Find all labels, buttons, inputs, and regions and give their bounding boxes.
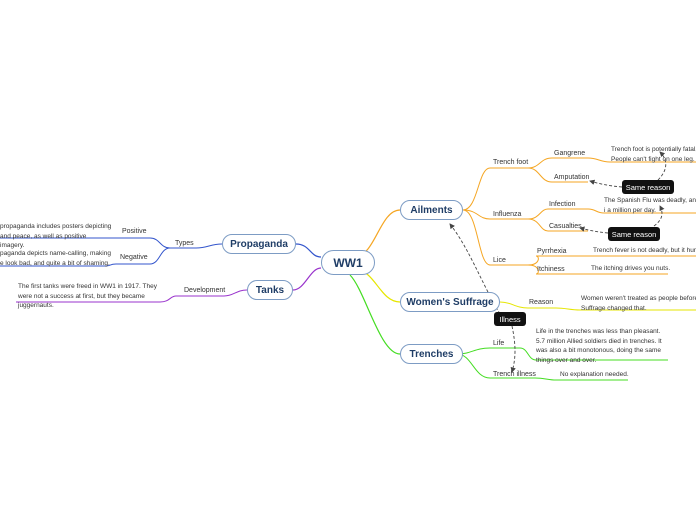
note-trench-illness[interactable]: No explanation needed. — [560, 371, 629, 378]
note-trench-foot[interactable]: Trench foot is potentially fatal, People… — [611, 146, 696, 163]
note-negative[interactable]: paganda depicts name-calling, making e l… — [0, 250, 111, 267]
subtopic-negative[interactable]: Negative — [120, 254, 148, 261]
relationship-same-reason-2[interactable]: Same reason — [608, 227, 660, 241]
link-central-propaganda — [295, 243, 322, 258]
subtopic-positive[interactable]: Positive — [122, 228, 147, 235]
relationship-illness[interactable]: Illness — [494, 312, 526, 326]
rel-illness-2 — [510, 325, 516, 373]
topic-ailments[interactable]: Ailments — [400, 200, 463, 220]
relationship-same-reason-1[interactable]: Same reason — [622, 180, 674, 194]
note-positive[interactable]: propaganda includes posters depicting an… — [0, 223, 112, 249]
topic-propaganda[interactable]: Propaganda — [222, 234, 296, 254]
rel-same-reason-1 — [657, 151, 667, 181]
central-topic-ww1[interactable]: WW1 — [321, 250, 375, 275]
subtopic-life[interactable]: Life — [493, 340, 505, 347]
rel-same-reason-1b — [589, 179, 623, 188]
note-development[interactable]: The first tanks were freed in WW1 in 191… — [18, 283, 157, 309]
subtopic-pyrrhexia[interactable]: Pyrrhexia — [537, 248, 567, 255]
subtopic-trench-foot[interactable]: Trench foot — [493, 159, 529, 166]
link-central-trenches — [349, 274, 401, 355]
subtopic-influenza[interactable]: Influenza — [493, 211, 522, 218]
link-central-tanks — [292, 267, 322, 291]
note-life[interactable]: Life in the trenches was less than pleas… — [536, 328, 662, 364]
subtopic-types[interactable]: Types — [175, 240, 194, 247]
subtopic-gangrene[interactable]: Gangrene — [554, 150, 586, 157]
subtopic-casualties[interactable]: Casualties — [549, 223, 582, 230]
subtopic-infection[interactable]: Infection — [549, 201, 576, 208]
subtopic-development[interactable]: Development — [184, 287, 226, 294]
subtopic-reason[interactable]: Reason — [529, 299, 554, 306]
note-infection[interactable]: The Spanish Flu was deadly, and i a mill… — [604, 197, 696, 214]
note-itchiness[interactable]: The itching drives you nuts. — [591, 265, 671, 272]
note-reason[interactable]: Women weren't treated as people before S… — [581, 295, 696, 312]
subtopic-itchiness[interactable]: Itchiness — [537, 266, 565, 273]
topic-womens-suffrage[interactable]: Women's Suffrage — [400, 292, 500, 312]
rel-same-reason-2b — [579, 226, 609, 234]
topic-tanks[interactable]: Tanks — [247, 280, 293, 300]
note-pyrrhexia[interactable]: Trench fever is not deadly, but it hurt — [593, 247, 696, 254]
subtopic-trench-illness[interactable]: Trench illness — [493, 371, 536, 378]
rel-same-reason-2 — [653, 205, 665, 227]
topic-trenches[interactable]: Trenches — [400, 344, 463, 364]
subtopic-amputation[interactable]: Amputation — [554, 174, 590, 181]
subtopic-lice[interactable]: Lice — [493, 257, 506, 264]
